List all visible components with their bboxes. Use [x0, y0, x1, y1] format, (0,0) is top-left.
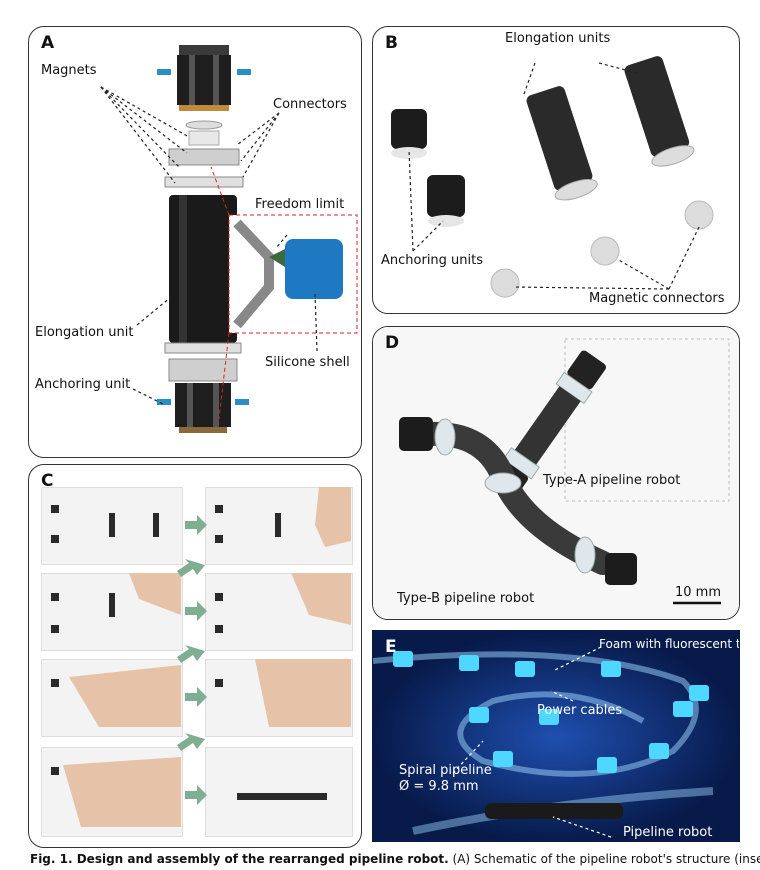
panel-b: B Elongation units Anchoring unit	[372, 26, 740, 314]
caption-bold: Fig. 1. Design and assembly of the rearr…	[30, 852, 449, 866]
silicone-shell-block	[285, 239, 343, 299]
panel-b-label: B	[385, 33, 398, 53]
panel-d-photo	[373, 327, 739, 619]
panel-e-label: E	[385, 637, 397, 657]
panel-d-label: D	[385, 333, 400, 353]
panel-c-drawing	[51, 487, 351, 827]
label-type-b: Type-B pipeline robot	[397, 591, 535, 606]
label-diameter: Ø = 9.8 mm	[399, 779, 479, 794]
assembly-step-8	[205, 747, 353, 837]
panel-a-illustration	[100, 45, 358, 433]
panel-e-photo	[373, 631, 739, 841]
label-elongation-units: Elongation units	[505, 31, 611, 46]
caption-rest: (A) Schematic of the pipeline robot's st…	[448, 852, 760, 866]
anchoring-unit-1	[391, 109, 427, 149]
label-pipeline-robot: Pipeline robot	[623, 825, 713, 840]
panel-b-photo	[391, 56, 714, 298]
scale-bar-label: 10 mm	[675, 585, 722, 600]
top-connectors	[164, 120, 244, 188]
label-magnets: Magnets	[41, 63, 97, 78]
step-arrows	[177, 515, 207, 805]
panel-a: A	[28, 26, 362, 458]
label-connectors: Connectors	[273, 97, 347, 112]
label-power-cables: Power cables	[537, 703, 623, 718]
panel-e: E	[372, 630, 740, 842]
panel-c-label: C	[41, 471, 54, 491]
label-spiral-pipeline: Spiral pipeline	[399, 763, 492, 778]
label-magnetic-connectors: Magnetic connectors	[589, 291, 725, 306]
label-freedom-limit: Freedom limit	[255, 197, 345, 212]
label-type-a: Type-A pipeline robot	[543, 473, 681, 488]
label-elongation-unit: Elongation unit	[35, 325, 134, 340]
top-anchoring-unit	[157, 45, 251, 111]
bottom-anchoring-unit	[157, 383, 249, 433]
label-foam: Foam with fluorescent tape	[599, 637, 739, 651]
fluorescent-foam-markers	[393, 651, 709, 773]
anchoring-unit-2	[427, 175, 465, 217]
panel-a-label: A	[41, 33, 55, 53]
panel-d: D Type-A pipeline robot Type-B pipeline …	[372, 326, 740, 620]
label-anchoring-units: Anchoring units	[381, 253, 484, 268]
figure-caption: Fig. 1. Design and assembly of the rearr…	[30, 852, 760, 866]
label-anchoring-unit: Anchoring unit	[35, 377, 131, 392]
label-silicone-shell: Silicone shell	[265, 355, 350, 370]
pipeline-robot	[485, 803, 623, 819]
panel-c: C	[28, 464, 362, 848]
